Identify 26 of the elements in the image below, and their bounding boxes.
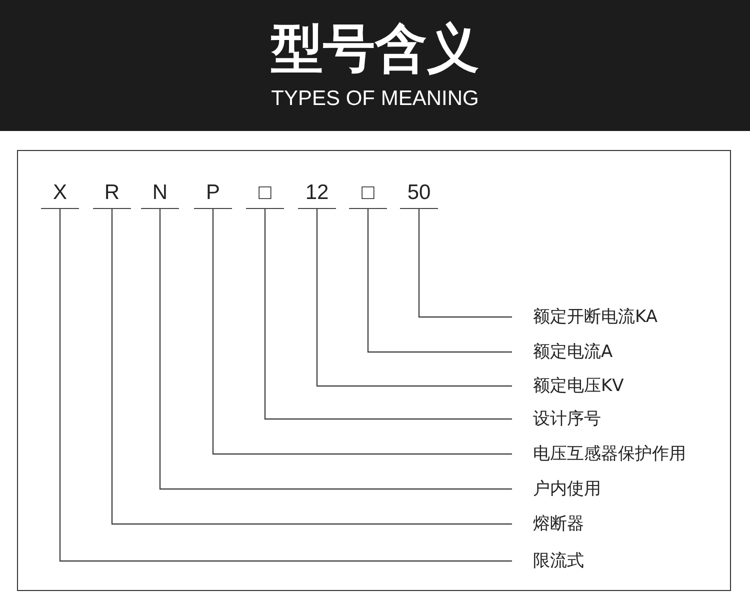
meaning-label: 熔断器 bbox=[512, 511, 584, 537]
meaning-label: 设计序号 bbox=[512, 406, 601, 432]
model-code-character: R bbox=[93, 179, 131, 209]
model-code-character: P bbox=[194, 179, 232, 209]
leader-line bbox=[316, 209, 512, 387]
leader-line bbox=[367, 209, 512, 353]
subtitle: TYPES OF MEANING bbox=[270, 86, 480, 112]
model-code-character: 12 bbox=[298, 179, 336, 209]
model-code-character: N bbox=[141, 179, 179, 209]
meaning-label: 户内使用 bbox=[512, 476, 601, 502]
meaning-label: 限流式 bbox=[512, 548, 584, 574]
leader-line bbox=[418, 209, 512, 318]
meaning-label: 额定开断电流KA bbox=[512, 304, 658, 330]
leader-line bbox=[159, 209, 512, 490]
leader-line bbox=[212, 209, 512, 455]
meaning-label: 额定电流A bbox=[512, 339, 613, 365]
leader-line bbox=[264, 209, 512, 420]
meaning-label: 额定电压KV bbox=[512, 373, 624, 399]
model-code-character: □ bbox=[246, 179, 284, 209]
meaning-label: 电压互感器保护作用 bbox=[512, 441, 686, 467]
title: 型号含义 bbox=[270, 18, 480, 80]
leader-line bbox=[59, 209, 512, 562]
model-code-character: □ bbox=[349, 179, 387, 209]
model-code-character: 50 bbox=[400, 179, 438, 209]
leader-line bbox=[111, 209, 512, 525]
model-code-character: X bbox=[41, 179, 79, 209]
